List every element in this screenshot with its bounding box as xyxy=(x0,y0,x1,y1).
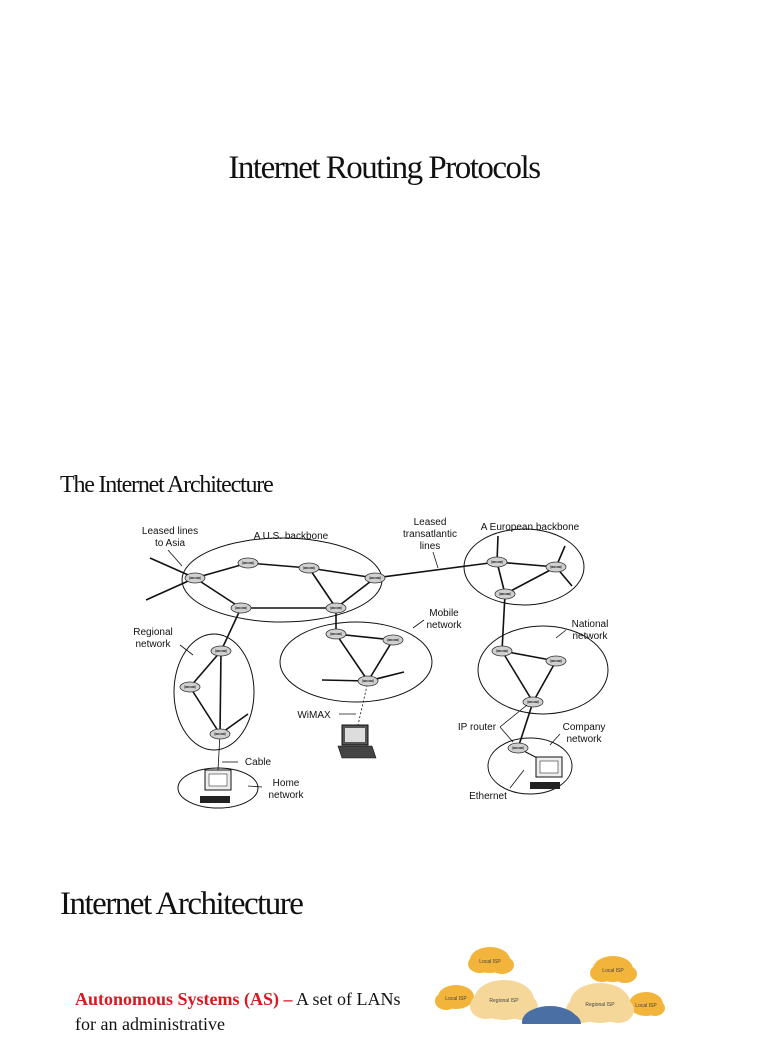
router-icon xyxy=(364,572,386,584)
local-isp-label: Local ISP xyxy=(445,996,467,1002)
label-mobile-network: network xyxy=(426,620,462,631)
local-isp-cloud: Local ISP xyxy=(629,992,665,1016)
links xyxy=(145,535,573,749)
router-icon xyxy=(357,675,379,687)
label-leased-transatlantic: transatlantic xyxy=(403,529,457,540)
label-national-network: network xyxy=(572,631,608,642)
router-icon xyxy=(298,562,320,574)
mobile-network-outline xyxy=(279,621,433,703)
local-isp-cloud: Local ISP xyxy=(468,947,514,974)
label-ethernet: Ethernet xyxy=(469,791,507,802)
router-icon xyxy=(545,561,567,573)
company-network-outline xyxy=(487,737,573,795)
router-icon xyxy=(230,602,252,614)
label-wimax: WiMAX xyxy=(297,710,331,721)
as-definition: Autonomous Systems (AS) – A set of LANs … xyxy=(75,987,405,1037)
label-cable: Cable xyxy=(245,757,272,768)
router-icon xyxy=(325,602,347,614)
router-icon xyxy=(325,628,347,640)
laptop-icon xyxy=(337,724,377,759)
label-home-network: network xyxy=(268,790,304,801)
router-icon xyxy=(237,557,259,569)
label-national-network: National xyxy=(572,619,609,630)
label-company-network: network xyxy=(566,734,602,745)
label-mobile-network: Mobile xyxy=(429,608,459,619)
label-regional-network: network xyxy=(135,639,171,650)
desktop-computer-icon xyxy=(530,756,563,789)
label-european-backbone: A European backbone xyxy=(481,522,580,533)
cable-link xyxy=(217,733,221,771)
label-leased-lines-asia: Leased lines xyxy=(142,526,198,537)
section-heading: Internet Architecture xyxy=(60,886,304,922)
label-leased-lines-asia: to Asia xyxy=(155,538,185,549)
router-icon xyxy=(184,572,206,584)
slide-title: Internet Routing Protocols xyxy=(228,150,541,186)
desktop-computer-icon xyxy=(200,769,232,803)
us-backbone-outline xyxy=(181,537,383,623)
backbone-cloud xyxy=(522,1006,581,1024)
router-icon xyxy=(491,645,513,657)
label-company-network: Company xyxy=(563,722,606,733)
section-heading: The Internet Architecture xyxy=(60,472,274,498)
label-us-backbone: A U.S. backbone xyxy=(254,531,329,542)
router-icon xyxy=(545,655,567,667)
router-icon xyxy=(507,742,529,754)
local-isp-cloud: Local ISP xyxy=(435,985,474,1010)
local-isp-label: Local ISP xyxy=(479,959,501,965)
label-leased-transatlantic: lines xyxy=(420,541,441,552)
national-network-outline xyxy=(477,625,609,715)
internet-architecture-diagram: Leased lines to Asia A U.S. backbone Lea… xyxy=(133,517,609,809)
label-leased-transatlantic: Leased xyxy=(414,517,447,528)
local-isp-cloud: Local ISP xyxy=(590,956,637,983)
local-isp-label: Local ISP xyxy=(602,968,624,974)
router-icon xyxy=(486,556,508,568)
regional-isp-label: Regional ISP xyxy=(489,998,519,1004)
router-icon xyxy=(210,645,232,657)
router-icon xyxy=(382,634,404,646)
wimax-link xyxy=(357,680,369,726)
regional-network-outline xyxy=(173,633,255,751)
as-term: Autonomous Systems (AS) – xyxy=(75,989,293,1009)
regional-isp-label: Regional ISP xyxy=(585,1002,615,1008)
label-ip-router: IP router xyxy=(458,722,497,733)
local-isp-label: Local ISP xyxy=(635,1003,657,1009)
label-regional-network: Regional xyxy=(133,627,172,638)
router-icon xyxy=(209,728,231,740)
router-icon xyxy=(179,681,201,693)
router-icon xyxy=(494,588,516,600)
label-pointers xyxy=(167,549,567,789)
isp-cloud-illustration: Local ISP Local ISP Local ISP Local ISP … xyxy=(435,947,665,1024)
label-home-network: Home xyxy=(273,778,300,789)
